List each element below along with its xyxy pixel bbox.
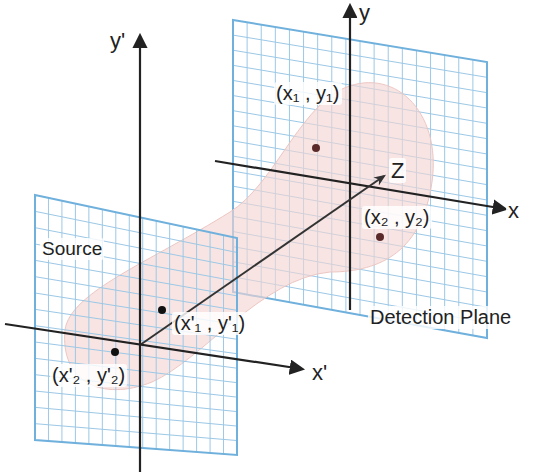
label: x [506, 198, 521, 223]
grid-line [35, 260, 237, 296]
grid-line [444, 55, 445, 330]
label: (x'₁ , y'₁) [172, 312, 247, 335]
grid-line [223, 235, 224, 454]
label: x' [310, 360, 329, 385]
detection-x-axis [215, 161, 505, 209]
grid-line [183, 227, 184, 451]
label: (x'₂ , y'₂) [50, 364, 127, 387]
label: (x₁ , y₁) [274, 82, 342, 105]
grid-line [35, 277, 237, 311]
point [158, 306, 166, 314]
label: Detection Plane [368, 306, 513, 329]
grid-line [196, 229, 197, 452]
label: y' [108, 28, 127, 53]
grid-line [35, 424, 237, 441]
grid-line [129, 215, 130, 447]
label: (x₂ , y₂) [362, 206, 432, 229]
point [312, 144, 320, 152]
label: Z [389, 158, 406, 183]
z-axis [140, 176, 384, 345]
source-y-axis [139, 36, 141, 472]
point [111, 348, 119, 356]
grid-line [48, 198, 49, 441]
grid-line [210, 232, 211, 453]
point [376, 233, 384, 241]
grid-line [35, 391, 237, 412]
label: Source [40, 238, 104, 260]
grid-line [35, 228, 237, 267]
grid-line [35, 407, 237, 426]
grid-line [61, 201, 62, 442]
grid-line [458, 57, 459, 333]
detection-y-axis [349, 6, 351, 310]
grid-line [115, 212, 116, 446]
source-x-axis [5, 324, 302, 369]
grid-line [169, 224, 170, 450]
beam [65, 83, 434, 390]
grid-line [472, 60, 473, 336]
label: y [357, 0, 372, 25]
grid-line [142, 218, 143, 448]
